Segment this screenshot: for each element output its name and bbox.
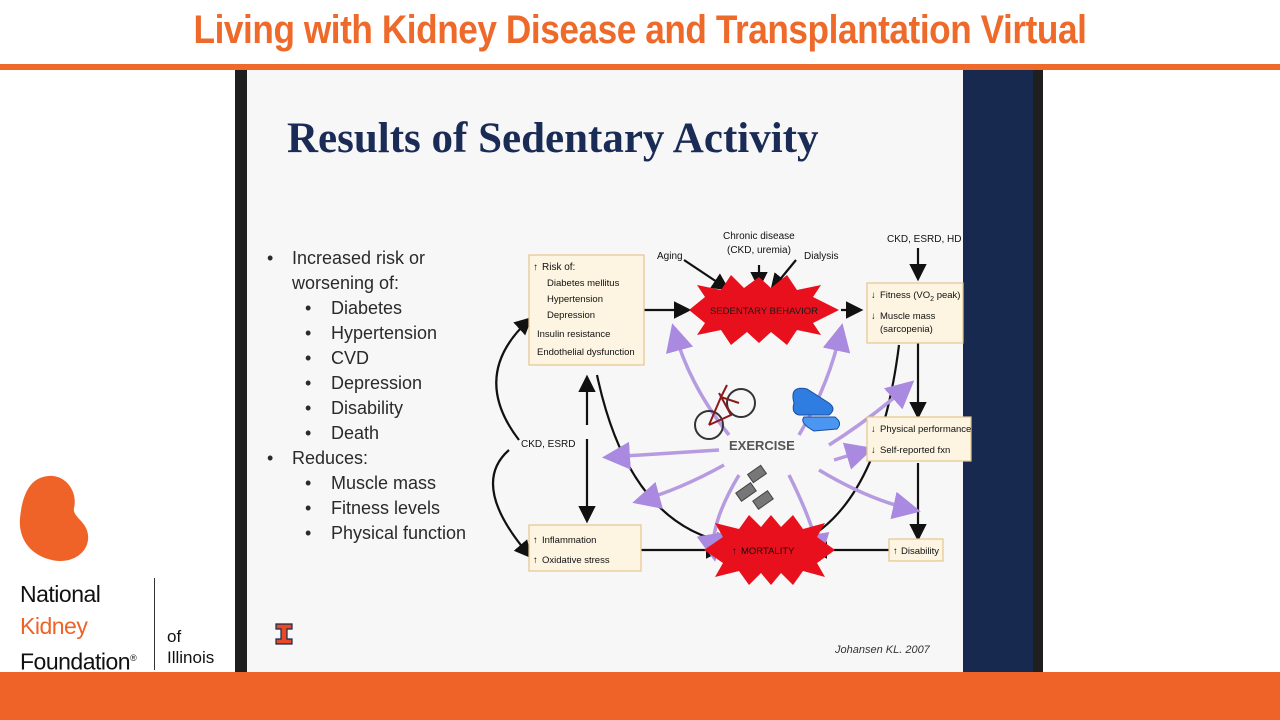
footer-bar xyxy=(0,672,1280,720)
bullet-item: • Diabetes xyxy=(267,296,466,321)
logo-divider xyxy=(154,578,155,670)
risk-item: Diabetes mellitus xyxy=(547,278,620,289)
bullet-dot: • xyxy=(305,373,312,393)
sarcopenia-label: (sarcopenia) xyxy=(880,324,933,335)
nkf-logo-text: National Kidney Foundation® xyxy=(20,578,137,678)
dumbbell-icon xyxy=(735,464,774,510)
inflammation-box xyxy=(528,524,642,572)
self-reported-label: Self-reported fxn xyxy=(880,445,950,456)
exercise-label: EXERCISE xyxy=(729,438,795,453)
page-title: Living with Kidney Disease and Transplan… xyxy=(193,8,1087,52)
mortality-star xyxy=(704,515,835,585)
citation: Johansen KL. 2007 xyxy=(835,644,930,656)
sedentary-star xyxy=(689,275,839,345)
bullet-dot: • xyxy=(305,523,312,543)
bullet-item: • Death xyxy=(267,421,466,446)
down-arrow-icon: ↓ xyxy=(871,290,876,301)
oxidative-stress-label: Oxidative stress xyxy=(542,555,610,566)
header-divider xyxy=(0,64,1280,70)
physical-performance-label: Physical performance xyxy=(880,424,971,435)
down-arrow-icon: ↓ xyxy=(871,424,876,435)
logo-of-illinois: of Illinois xyxy=(167,626,214,668)
bullet-text: Increased risk or xyxy=(292,248,426,268)
bullet-item: worsening of: xyxy=(267,271,466,296)
logo-national: National xyxy=(20,581,101,607)
bullet-text: worsening of: xyxy=(292,273,400,293)
bullet-item: • Increased risk or xyxy=(267,246,466,271)
down-arrow-icon: ↓ xyxy=(871,311,876,322)
bullet-item: • CVD xyxy=(267,346,466,371)
ckd-esrd-label: CKD, ESRD xyxy=(521,439,575,450)
sneaker-icon xyxy=(792,387,841,432)
bullet-item: • Depression xyxy=(267,371,466,396)
logo-state: Illinois xyxy=(167,648,215,667)
fitness-box xyxy=(866,282,964,344)
slide-title: Results of Sedentary Activity xyxy=(287,115,819,162)
risk-arrow-icon: ↑ xyxy=(533,262,538,273)
bullet-item: • Physical function xyxy=(267,521,466,546)
bullet-text: Disability xyxy=(331,398,404,418)
risk-box xyxy=(528,254,645,366)
down-arrow-icon: ↓ xyxy=(871,445,876,456)
presentation-slide: Results of Sedentary Activity • Increased… xyxy=(235,70,1043,672)
up-arrow-icon: ↑ xyxy=(533,535,538,546)
aging-label: Aging xyxy=(657,251,683,262)
logo-foundation: Foundation® xyxy=(20,648,137,675)
bullet-item: • Disability xyxy=(267,396,466,421)
bullet-item: • Muscle mass xyxy=(267,471,466,496)
bullet-item: • Hypertension xyxy=(267,321,466,346)
bullet-text: Reduces: xyxy=(292,448,369,468)
ckd-esrd-hd-label: CKD, ESRD, HD xyxy=(887,234,961,245)
bullet-dot: • xyxy=(305,473,312,493)
bullet-dot: • xyxy=(305,398,312,418)
fitness-label: Fitness (VO2 peak) xyxy=(880,290,960,303)
chronic-disease-sub-label: (CKD, uremia) xyxy=(727,245,791,256)
bullet-dot: • xyxy=(305,348,312,368)
registered-mark: ® xyxy=(130,653,137,663)
mortality-arrow-icon: ↑ xyxy=(732,546,737,557)
bullet-dot: • xyxy=(305,498,312,518)
dialysis-label: Dialysis xyxy=(804,251,838,262)
mortality-label: MORTALITY xyxy=(741,546,795,557)
sedentary-diagram: ↑ Risk of: Diabetes mellitus Hypertensio… xyxy=(491,231,972,585)
risk-item: Insulin resistance xyxy=(537,329,610,340)
risk-item: Depression xyxy=(547,310,595,321)
logo-of: of xyxy=(167,627,182,646)
bullet-dot: • xyxy=(267,448,274,468)
university-logo-icon xyxy=(275,623,293,645)
bullet-dot: • xyxy=(305,298,312,318)
chronic-disease-label: Chronic disease xyxy=(723,231,795,242)
performance-box xyxy=(866,416,972,462)
bullet-text: Hypertension xyxy=(331,323,438,343)
bullet-text: CVD xyxy=(331,348,370,368)
inflammation-label: Inflammation xyxy=(542,535,596,546)
bullet-dot: • xyxy=(267,248,274,268)
risk-item: Endothelial dysfunction xyxy=(537,347,635,358)
bicycle-icon xyxy=(694,384,756,440)
disability-box xyxy=(888,538,944,562)
bullet-item: • Fitness levels xyxy=(267,496,466,521)
slide-side-stripe xyxy=(963,70,1033,672)
risk-item: Hypertension xyxy=(547,294,603,305)
up-arrow-icon: ↑ xyxy=(533,555,538,566)
risk-heading: Risk of: xyxy=(542,262,575,273)
disability-label: Disability xyxy=(901,546,939,557)
bullet-text: Depression xyxy=(331,373,423,393)
bullet-dot: • xyxy=(305,423,312,443)
logo-kidney: Kidney xyxy=(20,613,88,639)
up-arrow-icon: ↑ xyxy=(893,546,898,557)
bullet-text: Muscle mass xyxy=(331,473,437,493)
sedentary-label: SEDENTARY BEHAVIOR xyxy=(710,306,818,317)
bullet-list: • Increased risk or worsening of: • Diabet… xyxy=(267,246,466,546)
header: Living with Kidney Disease and Transplan… xyxy=(0,0,1280,64)
bullet-text: Death xyxy=(331,423,380,443)
bullet-text: Fitness levels xyxy=(331,498,441,518)
bullet-text: Physical function xyxy=(331,523,467,543)
bullet-item: • Reduces: xyxy=(267,446,466,471)
muscle-mass-label: Muscle mass xyxy=(880,311,936,322)
kidney-bean-logo-icon xyxy=(19,475,89,562)
bullet-dot: • xyxy=(305,323,312,343)
bullet-text: Diabetes xyxy=(331,298,403,318)
